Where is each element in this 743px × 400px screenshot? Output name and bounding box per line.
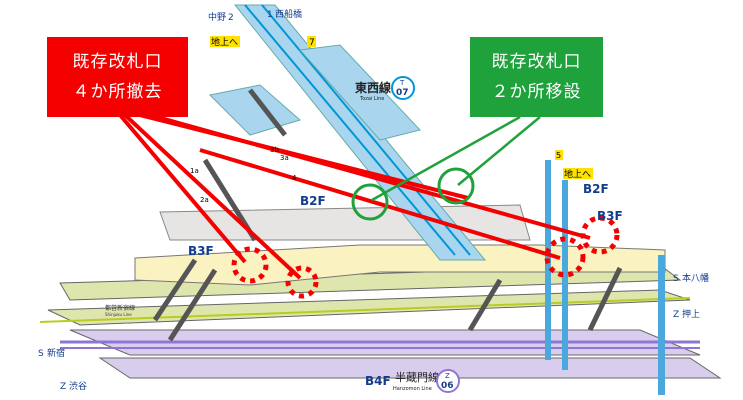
floor-label-b3f-east: B3F — [597, 209, 623, 223]
floor-label-b2f-east: B2F — [583, 182, 609, 196]
shinjuku-line-platforms — [39, 264, 691, 326]
exit-4-label: 4 — [292, 174, 297, 182]
floor-label-b4f: B4F — [365, 374, 391, 388]
direction-motoyawata-num: S — [673, 274, 679, 284]
hanzomon-badge-letter: Z — [445, 372, 450, 380]
exit-number-nishifunabashi: 1 — [267, 10, 273, 20]
callout-detail: ２か所移設 — [491, 82, 582, 102]
floor-label-b3f: B3F — [188, 244, 214, 258]
to-ground-label: 地上へ — [211, 36, 238, 48]
hanzomon-badge-number: 06 — [441, 381, 454, 391]
exit-7-label: 7 — [309, 38, 315, 48]
tozai-badge-number: 07 — [396, 88, 409, 98]
direction-shibuya: 渋谷 — [69, 380, 87, 392]
direction-motoyawata: 本八幡 — [682, 272, 709, 284]
floor-label-b2f: B2F — [300, 194, 326, 208]
b2f-concourse — [159, 204, 531, 241]
tozai-badge-letter: T — [399, 79, 405, 87]
relocation-pointer-lines — [371, 115, 541, 202]
to-ground-label-east: 地上へ — [564, 168, 591, 180]
callout-title: 既存改札口 — [491, 52, 582, 72]
tozai-line-name: 東西線 — [355, 80, 391, 95]
callout-detail: ４か所撤去 — [72, 82, 163, 102]
relocated-gate-markers — [351, 167, 475, 221]
removed-gate-markers — [231, 215, 620, 299]
hanzomon-platforms — [60, 329, 722, 379]
direction-oshiage: 押上 — [682, 308, 700, 320]
relocated-gates-callout: 既存改札口 ２か所移設 — [470, 37, 603, 117]
direction-oshiage-num: Z — [673, 310, 679, 320]
shinjuku-line-name-en: Shinjuku Line — [105, 312, 132, 317]
direction-nishifunabashi: 西船橋 — [275, 8, 302, 20]
shinjuku-line-name: 都営新宿線 — [105, 304, 135, 312]
exit-3a-label: 3a — [280, 154, 289, 162]
exit-2a-label: 2a — [200, 196, 209, 204]
exit-number-nakano: 2 — [228, 13, 234, 23]
removed-gates-callout: 既存改札口 ４か所撤去 — [47, 37, 188, 117]
direction-shibuya-num: Z — [60, 382, 66, 392]
exit-3b-label: 3b — [270, 146, 279, 154]
tozai-line-name-en: Tozai Line — [359, 96, 384, 102]
exit-5-label: 5 — [556, 151, 561, 160]
tozai-line-structure — [208, 4, 487, 261]
removal-pointer-lines — [118, 113, 591, 280]
tozai-station-badge — [391, 76, 415, 100]
hanzomon-line-name-en: Hanzomon Line — [393, 386, 432, 392]
direction-shinjuku-num: S — [38, 349, 44, 359]
exit-1a-label: 1a — [190, 167, 199, 175]
hanzomon-station-badge — [436, 369, 460, 393]
hanzomon-line-name: 半蔵門線 — [395, 370, 439, 384]
direction-nakano: 中野 — [208, 11, 226, 23]
callout-title: 既存改札口 — [72, 52, 163, 72]
direction-shinjuku: 新宿 — [47, 347, 65, 359]
